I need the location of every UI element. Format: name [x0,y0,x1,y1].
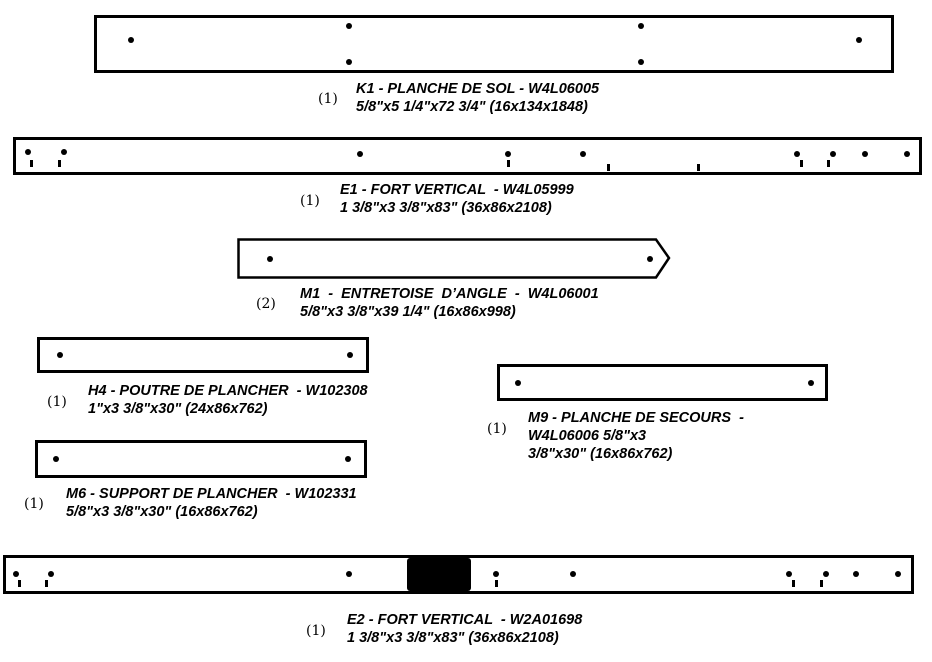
qty-e1: (1) [300,193,320,209]
label-e1-line1: E1 - FORT VERTICAL - W4L05999 [340,182,574,198]
board-h4 [37,337,369,373]
notch [697,164,700,171]
notch [827,160,830,167]
notch [820,580,823,587]
qty-k1: (1) [318,91,338,107]
notch [800,160,803,167]
label-m9-line1: M9 - PLANCHE DE SECOURS - [528,410,744,426]
hole [904,151,910,157]
notch [18,580,21,587]
label-h4-line2: 1"x3 3/8"x30" (24x86x762) [88,401,268,417]
hole [830,151,836,157]
label-h4-line1: H4 - POUTRE DE PLANCHER - W102308 [88,383,368,399]
hole [853,571,859,577]
hole [856,37,862,43]
board-m9 [497,364,828,401]
label-e1-line2: 1 3/8"x3 3/8"x83" (36x86x2108) [340,200,552,216]
label-m9-line3: 3/8"x30" (16x86x762) [528,446,673,462]
label-e2-line1: E2 - FORT VERTICAL - W2A01698 [347,612,583,628]
board-e1 [13,137,922,175]
qty-e2: (1) [306,623,326,639]
qty-m9: (1) [487,421,507,437]
hole [346,59,352,65]
hole [57,352,63,358]
notch [507,160,510,167]
notch [792,580,795,587]
hole [25,149,31,155]
board-k1 [94,15,894,73]
hole [895,571,901,577]
hole [346,23,352,29]
hole [823,571,829,577]
notch [607,164,610,171]
hole [345,456,351,462]
label-k1-line1: K1 - PLANCHE DE SOL - W4L06005 [356,81,600,97]
hole [493,571,499,577]
hole [347,352,353,358]
metal-bracket [407,558,471,591]
hole [61,149,67,155]
hole [515,380,521,386]
hole [128,37,134,43]
hole [794,151,800,157]
hole [346,571,352,577]
qty-m1: (2) [256,296,276,312]
qty-h4: (1) [47,394,67,410]
notch [58,160,61,167]
board-m1 [237,238,671,279]
hole [808,380,814,386]
qty-m6: (1) [24,496,44,512]
hole [357,151,363,157]
hole [786,571,792,577]
label-m1-line1: M1 - ENTRETOISE D’ANGLE - W4L06001 [300,286,599,302]
hole [53,456,59,462]
hole [13,571,19,577]
label-m1-line2: 5/8"x3 3/8"x39 1/4" (16x86x998) [300,304,516,320]
hole [48,571,54,577]
board-m6 [35,440,367,478]
notch [45,580,48,587]
label-k1-line2: 5/8"x5 1/4"x72 3/4" (16x134x1848) [356,99,588,115]
hole [505,151,511,157]
label-m6-line2: 5/8"x3 3/8"x30" (16x86x762) [66,504,258,520]
board-e2 [3,555,914,594]
hole [638,59,644,65]
label-m6-line1: M6 - SUPPORT DE PLANCHER - W102331 [66,486,357,502]
hole [580,151,586,157]
label-e2-line2: 1 3/8"x3 3/8"x83" (36x86x2108) [347,630,559,646]
label-m9-line2: W4L06006 5/8"x3 [528,428,647,444]
hole [638,23,644,29]
hole [570,571,576,577]
notch [30,160,33,167]
notch [495,580,498,587]
hole [862,151,868,157]
